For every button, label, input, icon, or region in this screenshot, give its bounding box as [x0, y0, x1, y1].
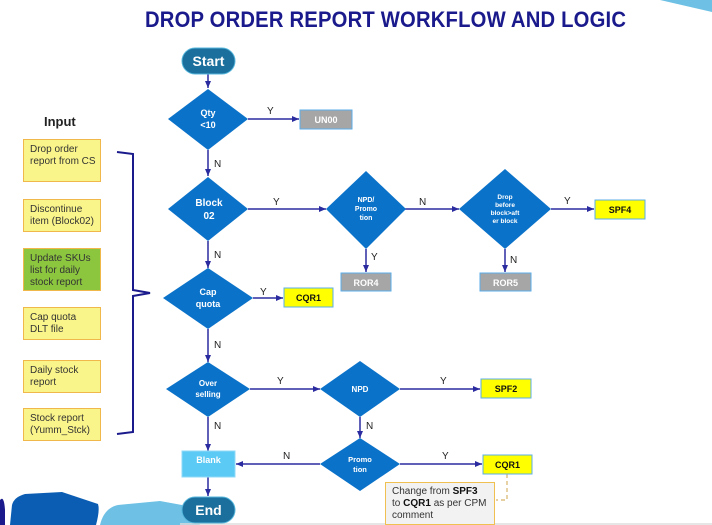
decision-promo-line1: Promo — [348, 455, 372, 464]
decor-shape-topright — [660, 0, 712, 12]
input-stock-report: Stock report (Yumm_Stck) — [23, 408, 101, 441]
page-title: DROP ORDER REPORT WORKFLOW AND LOGIC — [145, 7, 627, 32]
label-block-no: N — [214, 250, 221, 261]
label-qty-no: N — [214, 159, 221, 170]
decision-qty: Qty <10 — [168, 89, 248, 150]
label-qty-yes: Y — [267, 106, 274, 117]
label-npdpromo-yes: Y — [371, 252, 378, 263]
end-terminal: End — [181, 496, 236, 524]
outcome-cqr1-promo-label: CQR1 — [495, 460, 520, 470]
decision-npdpromo-line1: NPD/ — [358, 197, 375, 204]
input-bracket — [116, 151, 151, 435]
decor-shape-darkblue — [0, 498, 5, 525]
decision-overselling: Over selling — [166, 362, 250, 417]
outcome-un00: UN00 — [299, 109, 353, 130]
decor-shape-lightblue — [100, 501, 200, 525]
outcome-spf4: SPF4 — [594, 199, 646, 220]
end-label: End — [195, 502, 221, 518]
outcome-blank-label: Blank — [196, 455, 222, 465]
outcome-ror5-label: ROR5 — [493, 278, 518, 288]
start-terminal: Start — [181, 47, 236, 75]
decision-npdpromo-line2: Promo — [355, 206, 377, 213]
outcome-cqr1-promo: CQR1 — [482, 454, 533, 475]
input-daily-stock-report: Daily stock report — [23, 360, 101, 393]
note-prefix: Change from — [392, 486, 453, 497]
label-over-yes: Y — [277, 376, 284, 387]
label-npd-yes: Y — [440, 376, 447, 387]
label-cap-yes: Y — [260, 287, 267, 298]
input-cap-quota-dlt: Cap quota DLT file — [23, 307, 101, 340]
input-discontinue-item: Discontinue item (Block02) — [23, 199, 101, 232]
label-over-no: N — [214, 421, 221, 432]
outcome-blank: Blank — [181, 450, 236, 478]
outcome-ror4: ROR4 — [340, 272, 392, 292]
note-middle: to — [392, 498, 404, 509]
label-promo-yes: Y — [442, 451, 449, 462]
decision-over-line1: Over — [199, 379, 217, 388]
label-promo-no: N — [283, 451, 290, 462]
label-block-yes: Y — [273, 197, 280, 208]
svg-text:NPD: NPD — [352, 385, 369, 394]
decision-qty-line1: Qty — [200, 108, 215, 118]
start-label: Start — [193, 53, 225, 69]
input-update-skus: Update SKUs list for daily stock report — [23, 248, 101, 291]
note-from: SPF3 — [452, 486, 478, 497]
decision-qty-line2: <10 — [200, 120, 215, 130]
decision-npd: NPD — [320, 361, 400, 417]
decision-dropbefore-line2: before — [495, 202, 515, 209]
decision-npd-line1: NPD — [352, 385, 369, 394]
decision-dropbefore-line4: er block — [493, 218, 518, 225]
decision-promo-line2: tion — [353, 465, 367, 474]
label-dropbefore-yes: Y — [564, 196, 571, 207]
outcome-spf4-label: SPF4 — [609, 205, 632, 215]
decision-dropbefore-line1: Drop — [497, 194, 512, 201]
decision-npdpromo-line3: tion — [360, 215, 373, 222]
label-npdpromo-no: N — [419, 197, 426, 208]
decision-cap-line2: quota — [196, 299, 221, 309]
decision-block-line1: Block — [195, 198, 223, 209]
outcome-ror4-label: ROR4 — [353, 278, 378, 288]
decision-block-line2: 02 — [203, 211, 215, 222]
input-drop-order-report: Drop order report from CS — [23, 139, 101, 182]
decor-shape-blue — [10, 492, 99, 525]
label-npd-no: N — [366, 421, 373, 432]
outcome-spf2: SPF2 — [480, 378, 532, 399]
outcome-spf2-label: SPF2 — [495, 384, 518, 394]
outcome-ror5: ROR5 — [479, 272, 532, 292]
note-to: CQR1 — [403, 498, 431, 509]
decision-cap-line1: Cap — [199, 287, 217, 297]
svg-text:Block02: Block 02 — [195, 198, 223, 222]
svg-text:Qty<10: Qty <10 — [200, 108, 215, 130]
label-cap-no: N — [214, 340, 221, 351]
label-dropbefore-no: N — [510, 255, 517, 266]
outcome-cqr1-cap: CQR1 — [283, 287, 334, 308]
decision-dropbefore-line3: block>aft — [491, 210, 521, 217]
note-connector — [496, 474, 508, 501]
decision-npd-promotion: NPD/Promo tion — [326, 171, 406, 249]
change-note: Change from SPF3 to CQR1 as per CPM comm… — [385, 482, 495, 525]
note-suffix: as per CPM comment — [392, 498, 487, 521]
decision-block02: Block 02 — [168, 177, 248, 241]
decision-cap-quota: Cap quota — [163, 268, 253, 329]
decision-over-line2: selling — [195, 390, 220, 399]
outcome-cqr1-cap-label: CQR1 — [296, 293, 321, 303]
input-heading: Input — [44, 114, 76, 129]
outcome-un00-label: UN00 — [314, 115, 337, 125]
